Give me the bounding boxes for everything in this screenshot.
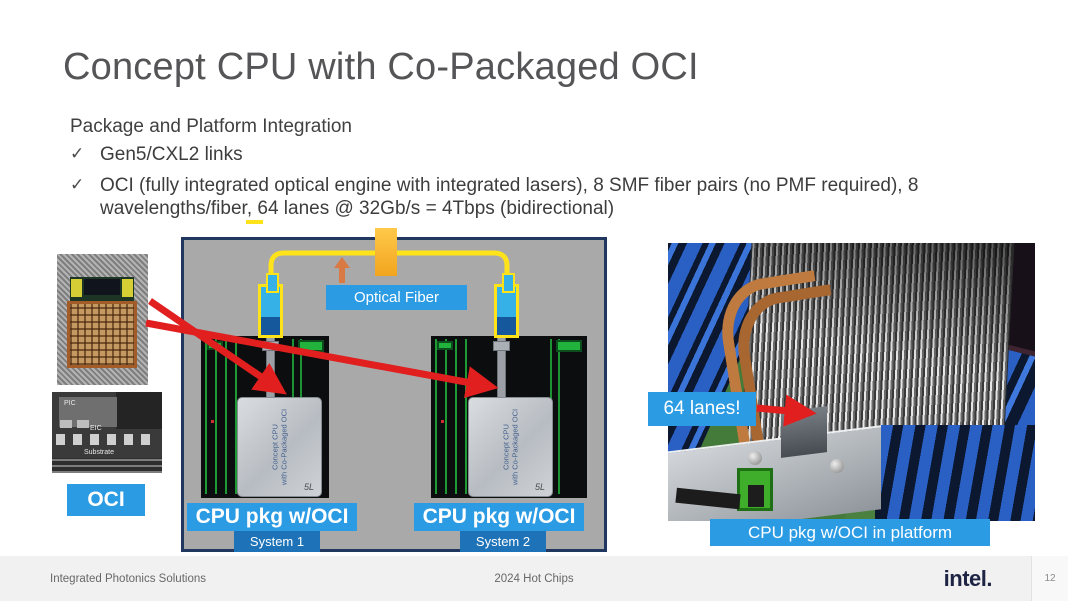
chip-die	[84, 279, 120, 295]
slide-footer: Integrated Photonics Solutions 2024 Hot …	[0, 556, 1068, 601]
fiber-spool	[375, 228, 397, 276]
fiber-connector-right	[494, 273, 519, 338]
platform-photo	[668, 243, 1035, 521]
substrate-layers	[52, 458, 162, 473]
cpu-signature: 5L	[303, 482, 314, 492]
gold-pad	[71, 279, 82, 297]
oci-caption-badge: OCI	[67, 484, 145, 516]
page-number: 12	[1031, 556, 1068, 601]
cpu-pkg-badge-system2: CPU pkg w/OCI	[414, 503, 584, 531]
arrow-head	[334, 257, 350, 268]
intel-logo: intel.	[943, 565, 993, 591]
solder-bumps	[60, 420, 94, 428]
footer-left-text: Integrated Photonics Solutions	[50, 572, 206, 585]
screw	[748, 451, 762, 465]
bullet-text: OCI (fully integrated optical engine wit…	[100, 175, 919, 220]
pcb-led	[211, 420, 214, 423]
bullet-item: ✓ OCI (fully integrated optical engine w…	[70, 174, 942, 220]
eic-label: EIC	[90, 425, 102, 432]
dimm-slots	[881, 425, 1035, 521]
screw	[830, 459, 844, 473]
cpu-package-photo: Concept CPU with Co-Packaged OCI 5L	[237, 397, 322, 497]
two-system-diagram: Optical Fiber Concept CPU with Co-Packag…	[181, 228, 607, 552]
arrow-stem	[339, 268, 345, 283]
bullet-text: Gen5/CXL2 links	[100, 144, 243, 165]
highlight-mark	[246, 220, 263, 224]
bullet-item: ✓ Gen5/CXL2 links	[70, 143, 942, 166]
bracket-block	[781, 406, 827, 458]
fiber-connector-green	[737, 468, 773, 511]
bullet-list: ✓ Gen5/CXL2 links ✓ OCI (fully integrate…	[70, 143, 942, 229]
oci-bga-substrate	[67, 301, 137, 368]
page-title: Concept CPU with Co-Packaged OCI	[63, 46, 699, 88]
substrate-label: Substrate	[84, 449, 114, 456]
cpu-pkg-badge-system1: CPU pkg w/OCI	[187, 503, 357, 531]
fiber-connector-left	[258, 273, 283, 338]
pic-label: PIC	[64, 400, 76, 407]
slide-subtitle: Package and Platform Integration	[70, 116, 353, 137]
checkmark-icon: ✓	[70, 144, 85, 163]
gold-pad	[122, 279, 133, 297]
cpu-package-photo: Concept CPU with Co-Packaged OCI 5L	[468, 397, 553, 497]
fiber-shuttle-cap	[493, 341, 510, 351]
oci-chip-photo	[57, 254, 148, 385]
fiber-plug	[266, 273, 279, 293]
oci-chip-connector	[70, 277, 134, 301]
cross-section-dark-region	[116, 392, 162, 429]
footer-center-text: 2024 Hot Chips	[494, 572, 574, 585]
pcb-connector	[556, 340, 582, 352]
system1-badge: System 1	[234, 531, 320, 552]
solder-bumps	[56, 434, 158, 445]
oci-cross-section-photo: PIC EIC Substrate	[52, 392, 162, 473]
checkmark-icon: ✓	[70, 175, 85, 195]
cpu-signature: 5L	[534, 482, 545, 492]
lanes-badge: 64 lanes!	[648, 392, 756, 426]
optical-fiber-badge: Optical Fiber	[326, 285, 467, 310]
pcb-traces	[550, 339, 563, 494]
fiber-plug	[502, 273, 515, 293]
pcb-led	[441, 420, 444, 423]
platform-caption-badge: CPU pkg w/OCI in platform	[710, 519, 990, 546]
system2-badge: System 2	[460, 531, 546, 552]
up-arrow-icon	[334, 257, 350, 284]
